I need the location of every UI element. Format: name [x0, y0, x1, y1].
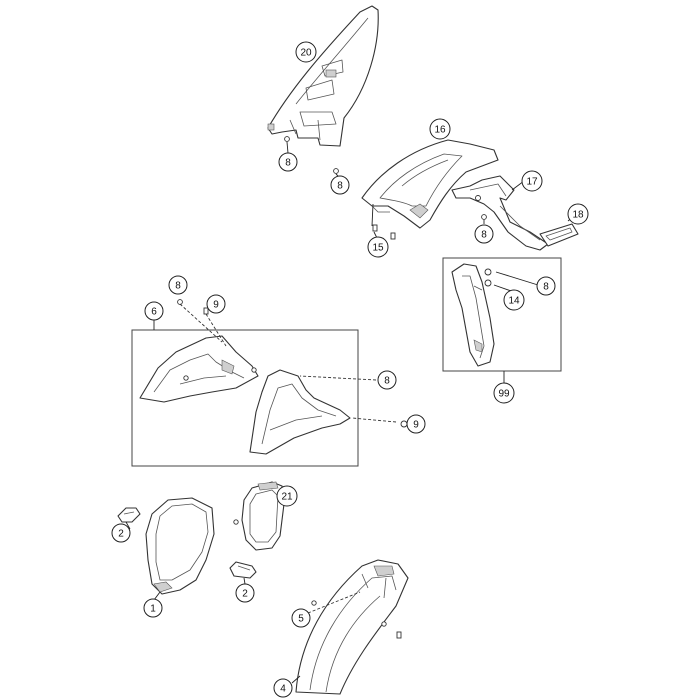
svg-text:2: 2 — [242, 589, 248, 600]
svg-text:18: 18 — [572, 210, 584, 221]
callout-18: 18 — [567, 203, 589, 225]
group-6-box — [131, 329, 359, 467]
svg-text:17: 17 — [526, 177, 538, 188]
callout-20: 20 — [295, 41, 317, 63]
right-side-panel-part — [249, 369, 351, 455]
plate-part — [539, 223, 579, 247]
svg-text:8: 8 — [543, 282, 549, 293]
callout-2-lower-clip: 2 — [235, 583, 255, 603]
svg-text:20: 20 — [300, 48, 312, 59]
svg-text:8: 8 — [384, 376, 390, 387]
hardware-bolts — [177, 136, 492, 639]
svg-text:16: 16 — [434, 125, 446, 136]
callout-99: 99 — [493, 382, 515, 404]
svg-text:2: 2 — [118, 529, 124, 540]
callout-15: 15 — [367, 236, 389, 258]
callout-8-side-panel-right: 8 — [377, 370, 397, 390]
front-fender-part — [295, 559, 409, 695]
svg-text:8: 8 — [175, 281, 181, 292]
svg-text:1: 1 — [150, 604, 156, 615]
svg-text:6: 6 — [151, 307, 157, 318]
callout-8-rear-fender-left: 8 — [278, 152, 298, 172]
headlight-part — [241, 481, 285, 551]
frame-cover-part — [361, 139, 499, 229]
svg-text:8: 8 — [285, 158, 291, 169]
callout-1: 1 — [143, 598, 163, 618]
rear-fender-part — [267, 5, 379, 147]
callout-14: 14 — [503, 289, 525, 311]
svg-text:15: 15 — [372, 243, 384, 254]
svg-text:21: 21 — [281, 492, 293, 503]
svg-text:99: 99 — [498, 389, 510, 400]
callout-8-tail-bracket: 8 — [474, 224, 494, 244]
callout-9-side-panel-right: 9 — [406, 414, 426, 434]
callout-8-side-panel-top: 8 — [168, 275, 188, 295]
callout-4: 4 — [273, 678, 293, 698]
callout-17: 17 — [521, 170, 543, 192]
tail-bracket-part — [451, 175, 549, 251]
callout-8-group-99: 8 — [536, 276, 556, 296]
clip-part-upper — [117, 507, 141, 523]
callout-21: 21 — [276, 485, 298, 507]
clip-part-lower — [229, 561, 257, 579]
svg-text:5: 5 — [298, 614, 304, 625]
svg-text:8: 8 — [481, 230, 487, 241]
side-guard-part — [451, 263, 495, 367]
callout-5: 5 — [291, 608, 311, 628]
left-side-panel-part — [139, 335, 259, 403]
callout-6: 6 — [144, 301, 164, 321]
svg-text:14: 14 — [508, 296, 520, 307]
svg-text:9: 9 — [213, 300, 219, 311]
headlight-mask-part — [145, 497, 215, 595]
group-99-box — [442, 257, 562, 372]
callout-2-upper-clip: 2 — [111, 523, 131, 543]
callout-8-rear-fender-right: 8 — [330, 175, 350, 195]
svg-text:4: 4 — [280, 684, 286, 695]
svg-text:8: 8 — [337, 181, 343, 192]
callout-9-side-panel-top: 9 — [206, 294, 226, 314]
callout-16: 16 — [429, 118, 451, 140]
svg-text:9: 9 — [413, 420, 419, 431]
